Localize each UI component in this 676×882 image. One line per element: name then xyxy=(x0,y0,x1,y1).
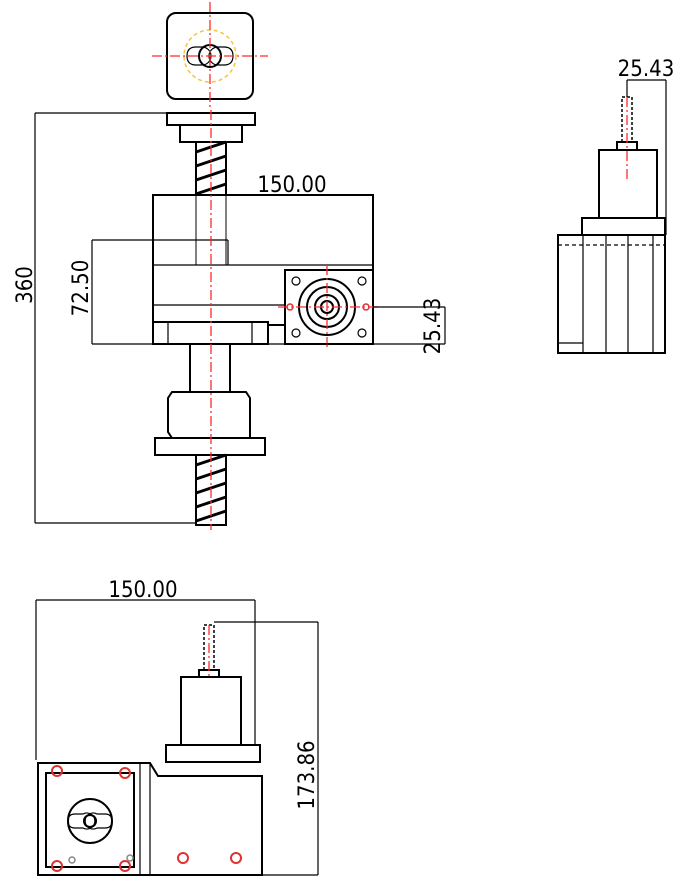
dimension-360: 360 xyxy=(13,266,38,304)
flange-bolt xyxy=(291,276,301,286)
mounting-hole xyxy=(177,852,189,864)
lower-nut-flange xyxy=(154,437,266,456)
side-motor-housing xyxy=(598,149,658,219)
flange-bolt xyxy=(357,276,367,286)
bottom-flange-square xyxy=(45,772,135,868)
bottom-motor-housing xyxy=(180,676,242,746)
front-view: 360 150.00 72.50 25.43 xyxy=(13,2,446,530)
flange-bolt xyxy=(291,328,301,338)
lower-nut xyxy=(167,391,251,439)
side-gearbox-body xyxy=(557,234,666,354)
dimension-173-86: 173.86 xyxy=(295,740,320,809)
side-flange xyxy=(581,217,666,236)
mounting-hole xyxy=(230,852,242,864)
mounting-hole xyxy=(51,860,63,872)
dimension-72-50: 72.50 xyxy=(69,260,94,317)
dimension-150-bottom: 150.00 xyxy=(108,578,177,603)
dimension-25-43-front: 25.43 xyxy=(421,298,446,355)
mounting-hole xyxy=(126,854,134,862)
mounting-hole xyxy=(119,860,131,872)
side-view: 25.43 xyxy=(557,57,675,354)
mounting-hole xyxy=(119,767,131,779)
bottom-view: 150.00 173.86 xyxy=(35,578,320,876)
bottom-keyhole-right xyxy=(84,812,113,830)
dimension-150-front: 150.00 xyxy=(257,173,326,198)
bottom-center-bore xyxy=(83,814,97,828)
mounting-hole xyxy=(68,856,76,864)
bottom-flange xyxy=(165,744,261,763)
dimension-25-43-side: 25.43 xyxy=(618,57,675,82)
flange-bolt xyxy=(357,328,367,338)
mounting-hole xyxy=(51,765,63,777)
bottom-keyhole-left xyxy=(67,812,96,830)
lower-neck xyxy=(189,343,231,393)
